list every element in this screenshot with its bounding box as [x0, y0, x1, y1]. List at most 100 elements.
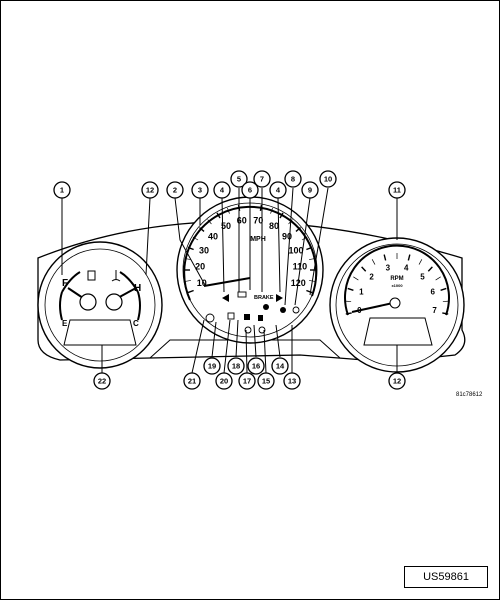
tick-mark	[427, 266, 433, 272]
temp-hot-label: H	[134, 283, 141, 294]
svg-text:1: 1	[60, 186, 64, 195]
callout-17: 16	[247, 357, 265, 375]
seat-belt-icon	[258, 315, 263, 321]
engine-check-icon	[244, 326, 252, 334]
callout-5: 5	[230, 170, 248, 188]
callout-bubbles: 1 12 2 3 4 5 6 7 4 8 9 10 11 12 13 14 15…	[53, 170, 406, 390]
tick-label: 2	[369, 272, 374, 281]
tick-label: 20	[195, 261, 205, 271]
callout-9: 9	[301, 181, 319, 199]
callout-8: 8	[284, 170, 302, 188]
callout-20: 19	[203, 357, 221, 375]
svg-text:16: 16	[252, 362, 260, 371]
oil-pressure-icon	[280, 307, 286, 313]
callout-14: 13	[283, 372, 301, 390]
tick-label: 80	[269, 221, 279, 231]
svg-text:10: 10	[324, 175, 332, 184]
tick-mark	[353, 276, 359, 281]
tick-mark	[184, 258, 191, 260]
cluster-housing-outline	[37, 220, 466, 363]
svg-text:13: 13	[288, 377, 296, 386]
speedometer-needle	[203, 277, 251, 287]
tick-mark	[347, 287, 354, 292]
tick-mark	[192, 236, 199, 241]
callout-4-right: 4	[269, 181, 287, 199]
svg-text:18: 18	[232, 362, 240, 371]
svg-text:3: 3	[198, 186, 202, 195]
callout-21: 20	[215, 372, 233, 390]
fuel-temp-gauge: F H E C	[37, 241, 163, 369]
tachometer-multiplier-label: x1000	[391, 283, 403, 288]
callout-3: 3	[191, 181, 209, 199]
trans-temp-icon	[227, 312, 235, 320]
reference-number-box: US59861	[404, 566, 488, 588]
tick-label: 30	[199, 245, 209, 255]
tick-mark	[227, 207, 230, 214]
turn-signal-right-icon	[276, 294, 283, 302]
svg-text:19: 19	[208, 362, 216, 371]
fuel-pump-icon	[87, 270, 96, 281]
tick-mark	[371, 259, 376, 265]
tick-mark	[407, 254, 411, 261]
tick-label: 1	[359, 288, 364, 297]
speedometer-unit-label: MPH	[250, 236, 266, 243]
svg-text:4: 4	[220, 186, 225, 195]
tick-mark	[442, 312, 449, 315]
callout-10: 10	[319, 170, 337, 188]
callout-7: 7	[253, 170, 271, 188]
callout-18: 17	[238, 372, 256, 390]
tick-mark	[418, 259, 423, 265]
tick-label: 5	[420, 272, 425, 281]
tick-label: 40	[208, 231, 218, 241]
svg-text:5: 5	[237, 175, 241, 184]
svg-text:9: 9	[308, 186, 312, 195]
fuel-empty-label: E	[62, 319, 68, 328]
tick-mark	[309, 258, 316, 260]
callout-23: 22	[93, 372, 111, 390]
callout-19: 18	[227, 357, 245, 375]
tick-mark	[207, 219, 212, 225]
tire-pressure-icon	[205, 313, 215, 323]
svg-text:17: 17	[243, 377, 251, 386]
tick-label: 70	[253, 216, 263, 226]
tachometer-tick-marks	[345, 253, 449, 315]
tick-label: 110	[293, 261, 308, 271]
coolant-temp-icon	[111, 270, 121, 282]
tick-mark	[435, 276, 441, 281]
callout-11: 11	[388, 181, 406, 199]
tick-label: 7	[432, 306, 437, 315]
tick-mark	[345, 312, 352, 315]
headlamp-icon	[237, 291, 247, 298]
svg-text:11: 11	[393, 186, 401, 195]
callout-16: 15	[257, 372, 275, 390]
svg-text:14: 14	[276, 362, 285, 371]
tick-mark	[198, 227, 205, 232]
callout-13: 12	[388, 372, 406, 390]
tick-mark	[270, 207, 273, 214]
tick-label: 6	[430, 288, 435, 297]
svg-text:2: 2	[173, 186, 177, 195]
tick-label: 4	[404, 264, 409, 273]
callout-2: 2	[166, 181, 184, 199]
svg-text:15: 15	[262, 377, 270, 386]
fog-lamp-icon	[258, 326, 266, 334]
door-ajar-icon	[244, 314, 250, 320]
brake-warning-label: BRAKE	[254, 295, 274, 301]
tick-mark	[184, 280, 191, 282]
svg-text:6: 6	[248, 186, 252, 195]
tick-label: 50	[221, 221, 231, 231]
svg-text:12: 12	[393, 377, 401, 386]
tick-mark	[306, 246, 313, 251]
figure-code: 81c78612	[456, 392, 483, 398]
tick-label: 90	[282, 231, 292, 241]
svg-text:22: 22	[98, 377, 106, 386]
turn-signal-left-icon	[222, 294, 229, 302]
svg-text:12: 12	[146, 186, 154, 195]
svg-text:8: 8	[291, 175, 295, 184]
tick-label: 100	[288, 245, 303, 255]
svg-text:21: 21	[188, 377, 196, 386]
tick-mark	[361, 266, 367, 272]
tick-mark	[306, 289, 313, 294]
tick-mark	[187, 289, 194, 294]
